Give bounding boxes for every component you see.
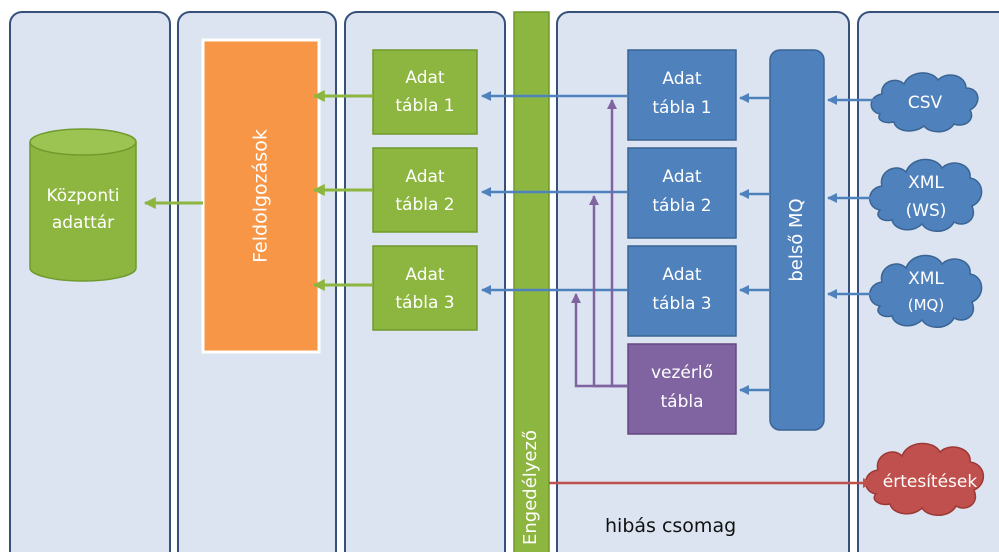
central-repository-line1: Központi bbox=[47, 186, 120, 206]
right-table-2-line1: Adat bbox=[662, 167, 702, 187]
processing-box: Feldolgozások bbox=[201, 38, 321, 354]
central-repository: Központi adattár bbox=[29, 128, 137, 282]
left-table-2-line2: tábla 2 bbox=[395, 195, 454, 215]
left-table-3-line2: tábla 3 bbox=[395, 293, 454, 313]
right-table-2-line2: tábla 2 bbox=[652, 196, 711, 216]
left-table-1: Adat tábla 1 bbox=[372, 49, 478, 135]
right-table-2: Adat tábla 2 bbox=[627, 147, 737, 239]
right-table-1-line2: tábla 1 bbox=[652, 98, 711, 118]
processing-label: Feldolgozások bbox=[250, 129, 272, 263]
left-table-2: Adat tábla 2 bbox=[372, 147, 478, 233]
source-cloud-csv: CSV bbox=[870, 72, 979, 133]
arrow-control-to-table3 bbox=[571, 293, 628, 388]
left-table-1-line1: Adat bbox=[405, 68, 445, 88]
purple-arrows bbox=[571, 99, 628, 388]
left-table-3: Adat tábla 3 bbox=[372, 245, 478, 331]
internal-mq: belső MQ bbox=[769, 49, 825, 431]
internal-mq-label: belső MQ bbox=[786, 198, 807, 281]
left-table-1-line2: tábla 1 bbox=[395, 96, 454, 116]
source-xml-mq-line1: XML bbox=[908, 269, 944, 289]
source-csv-line1: CSV bbox=[908, 93, 943, 113]
right-table-3-line2: tábla 3 bbox=[652, 294, 711, 314]
right-table-3-line1: Adat bbox=[662, 265, 702, 285]
notifications-label: értesítések bbox=[883, 472, 978, 492]
left-table-2-line1: Adat bbox=[405, 167, 445, 187]
blue-arrows bbox=[481, 91, 880, 395]
central-repository-line2: adattár bbox=[52, 213, 114, 233]
right-table-3: Adat tábla 3 bbox=[627, 245, 737, 337]
right-table-1-line1: Adat bbox=[662, 69, 702, 89]
control-table-line1: vezérlő bbox=[651, 363, 713, 383]
left-table-3-line1: Adat bbox=[405, 265, 445, 285]
lane-repository bbox=[9, 11, 171, 552]
source-cloud-xml-ws: XML (WS) bbox=[869, 158, 983, 232]
source-xml-ws-line2: (WS) bbox=[906, 201, 947, 221]
control-table-line2: tábla bbox=[660, 392, 703, 412]
right-table-1: Adat tábla 1 bbox=[627, 49, 737, 141]
green-arrows bbox=[143, 90, 373, 291]
authorizer-label: Engedélyező bbox=[520, 430, 541, 545]
source-cloud-xml-mq: XML (MQ) bbox=[869, 254, 983, 328]
source-xml-ws-line1: XML bbox=[908, 173, 944, 193]
control-table: vezérlő tábla bbox=[627, 343, 737, 435]
source-xml-mq-line2: (MQ) bbox=[908, 296, 944, 314]
faulty-package-label: hibás csomag bbox=[605, 515, 736, 537]
authorizer-bar: Engedélyező bbox=[513, 11, 550, 552]
notifications-cloud: értesítések bbox=[865, 442, 984, 516]
swim-lanes bbox=[9, 11, 999, 552]
